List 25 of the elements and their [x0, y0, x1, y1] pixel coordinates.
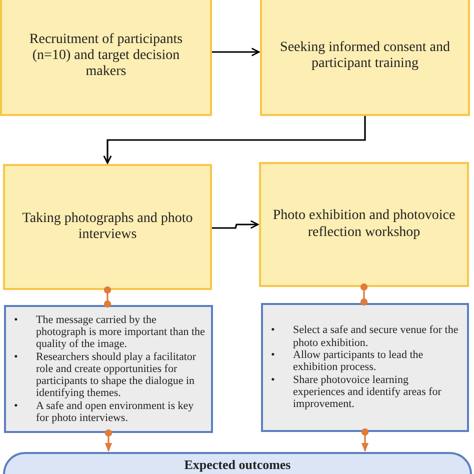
arrow — [212, 48, 260, 56]
notes-box — [4, 305, 213, 433]
notes-box — [261, 303, 469, 432]
step-text: Seeking informed consent and participant training — [279, 40, 451, 72]
step-text: Photo exhibition and photovoice reflection workshop — [272, 208, 456, 241]
bullet-item: • Researchers should play a facilitator role and create opportunities for participants to shape the dialogue in identifying themes. — [14, 350, 198, 400]
arrow — [361, 428, 369, 452]
outcome-box — [3, 452, 472, 474]
heading: Expected outcomes — [184, 458, 291, 472]
process-box — [259, 162, 469, 287]
process-box — [0, 0, 212, 116]
arrow — [212, 220, 259, 229]
process-box — [3, 164, 212, 290]
bullet-item: • A safe and open environment is key for photo interviews. — [14, 400, 195, 424]
step-text: Recruitment of participants (n=10) and target decision makers — [28, 32, 184, 80]
bullet-item: • The message carried by the photograph is more important than the quality of the image. — [14, 314, 206, 351]
bullet-item: • Share photovoice learning experiences and identify areas for improvement. — [271, 374, 442, 411]
step-text: Taking photographs and photo interviews — [21, 210, 194, 244]
arrow — [104, 429, 112, 452]
process-box — [260, 0, 470, 116]
connector-line — [360, 283, 368, 306]
connector-line — [104, 286, 112, 308]
arrow — [103, 116, 366, 164]
bullet-item: • Allow participants to lead the exhibition process. — [271, 349, 424, 374]
bullet-item: • Select a safe and secure venue for the photo exhibition. — [271, 324, 460, 350]
